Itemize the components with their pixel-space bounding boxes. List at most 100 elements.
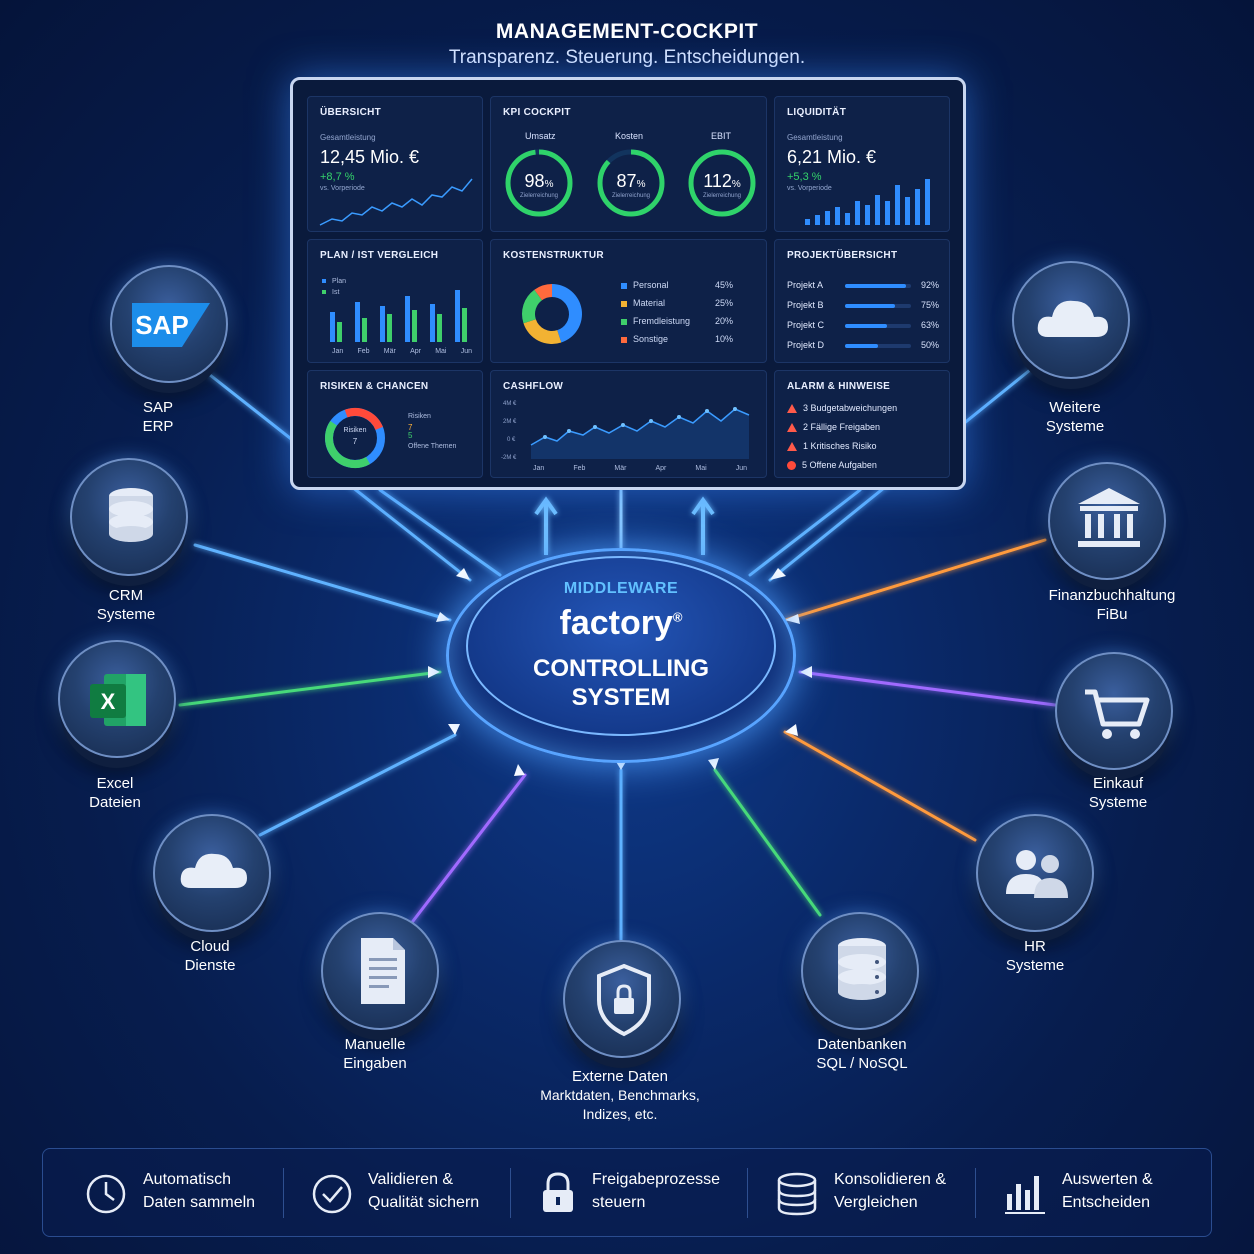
projects-panel: PROJEKTÜBERSICHT Projekt A 92% Projekt B…	[774, 239, 950, 363]
projects-title: PROJEKTÜBERSICHT	[787, 250, 898, 261]
alarm-item[interactable]: 2 Fällige Freigaben	[787, 422, 880, 433]
liquidity-title: LIQUIDITÄT	[787, 107, 847, 118]
overview-label: Gesamtleistung	[320, 133, 376, 142]
footer-item-consolidate[interactable]: Konsolidieren &Vergleichen	[775, 1148, 975, 1237]
costs-slice	[534, 284, 552, 301]
link-dash-right	[748, 488, 862, 577]
node-cloud[interactable]	[153, 814, 271, 932]
warning-icon	[787, 404, 797, 414]
alarm-item[interactable]: 1 Kritisches Risiko	[787, 441, 877, 452]
database-icon	[838, 938, 886, 1000]
clock-icon	[86, 1174, 126, 1214]
plan-month: Mai	[435, 348, 447, 355]
liquidity-note: vs. Vorperiode	[787, 185, 832, 192]
dashboard-screen: ÜBERSICHT Gesamtleistung 12,45 Mio. € +8…	[290, 77, 966, 490]
check-circle-icon	[312, 1174, 352, 1214]
risks-donut	[325, 408, 385, 468]
overview-note: vs. Vorperiode	[320, 185, 365, 192]
node-finance[interactable]	[1048, 462, 1166, 580]
node-crm[interactable]	[70, 458, 188, 576]
kpi-ring-kosten: 87% Zielerreichung	[595, 147, 667, 219]
cloud-icon	[1037, 300, 1108, 337]
node-excel[interactable]: X	[58, 640, 176, 758]
cart-icon	[1085, 689, 1150, 739]
link-purchasing	[798, 670, 1057, 707]
warning-icon	[787, 442, 797, 452]
risks-open-label: Offene Themen	[408, 443, 457, 450]
footer-divider	[747, 1168, 748, 1218]
costs-value: 10%	[715, 334, 734, 344]
svg-text:X: X	[101, 689, 116, 714]
kpi-value-ebit: 112	[703, 171, 732, 191]
kpi-value-umsatz: 98	[524, 171, 545, 191]
alarm-item[interactable]: 5 Offene Aufgaben	[787, 460, 877, 471]
link-dash-left	[378, 488, 502, 577]
cashflow-month: Feb	[573, 465, 586, 472]
node-other[interactable]	[1012, 261, 1130, 379]
cashflow-month: Jan	[533, 465, 545, 472]
cashflow-month: Apr	[655, 465, 667, 472]
risks-open-value: 5	[408, 431, 413, 440]
plan-panel: PLAN / IST VERGLEICH Plan Ist Jan Feb Mä…	[307, 239, 483, 363]
link-databases	[713, 768, 822, 917]
cashflow-line	[530, 407, 750, 459]
cashflow-title: CASHFLOW	[503, 381, 564, 392]
plan-month: Jun	[460, 348, 472, 355]
svg-text:SAP: SAP	[135, 310, 188, 340]
bar-chart-icon	[1005, 1176, 1045, 1214]
costs-label: Sonstige	[633, 334, 669, 344]
alarms-title: ALARM & HINWEISE	[787, 381, 891, 392]
error-icon	[787, 461, 796, 471]
plan-month: Mär	[383, 348, 396, 355]
project-name: Projekt D	[787, 340, 825, 350]
alarm-item[interactable]: 3 Budgetabweichungen	[787, 403, 897, 414]
plan-legend-plan: Plan	[332, 278, 347, 285]
controlling-hub-top	[466, 556, 776, 736]
costs-title: KOSTENSTRUKTUR	[503, 250, 604, 261]
costs-donut	[522, 284, 582, 344]
node-purchasing[interactable]	[1055, 652, 1173, 770]
link-cloud	[258, 733, 457, 837]
costs-label: Fremdleistung	[633, 316, 691, 326]
link-hr	[783, 730, 977, 842]
cashflow-month: Mär	[614, 465, 627, 472]
node-external[interactable]	[563, 940, 681, 1058]
liquidity-value: 6,21 Mio. €	[787, 147, 877, 167]
kpi-ring-umsatz: 98% Zielerreichung	[503, 147, 575, 219]
users-icon	[1006, 850, 1068, 898]
link-excel	[178, 670, 442, 707]
footer-item-analyze[interactable]: Auswerten &Entscheiden	[1003, 1148, 1203, 1237]
kpi-label-ebit: EBIT	[711, 131, 732, 141]
plan-bars	[330, 290, 467, 342]
node-sap[interactable]: SAP	[110, 265, 228, 383]
plan-legend-ist: Ist	[332, 289, 340, 296]
cashflow-panel: CASHFLOW 4M € 2M € 0 € -2M € Jan Feb Mär…	[490, 370, 767, 478]
plan-title: PLAN / IST VERGLEICH	[320, 250, 439, 261]
node-hr[interactable]	[976, 814, 1094, 932]
project-value: 50%	[921, 340, 940, 350]
liquidity-label: Gesamtleistung	[787, 133, 843, 142]
risks-label: Risiken	[408, 413, 431, 420]
node-databases[interactable]	[801, 912, 919, 1030]
link-finance	[783, 538, 1047, 622]
liquidity-panel: LIQUIDITÄT Gesamtleistung 6,21 Mio. € +5…	[774, 96, 950, 232]
risks-title: RISIKEN & CHANCEN	[320, 381, 429, 392]
kpi-label-kosten: Kosten	[615, 131, 644, 141]
cashflow-month: Mai	[695, 465, 707, 472]
risks-center-label: Risiken	[343, 427, 367, 434]
overview-delta: +8,7 %	[320, 171, 355, 183]
costs-slice	[552, 284, 582, 343]
shield-lock-icon	[597, 963, 651, 1037]
costs-value: 45%	[715, 280, 734, 290]
database-icon	[777, 1172, 817, 1216]
link-crm	[193, 543, 452, 622]
node-manual[interactable]	[321, 912, 439, 1030]
link-manual	[408, 773, 527, 927]
footer-item-validate[interactable]: Validieren &Qualität sichern	[310, 1148, 510, 1237]
